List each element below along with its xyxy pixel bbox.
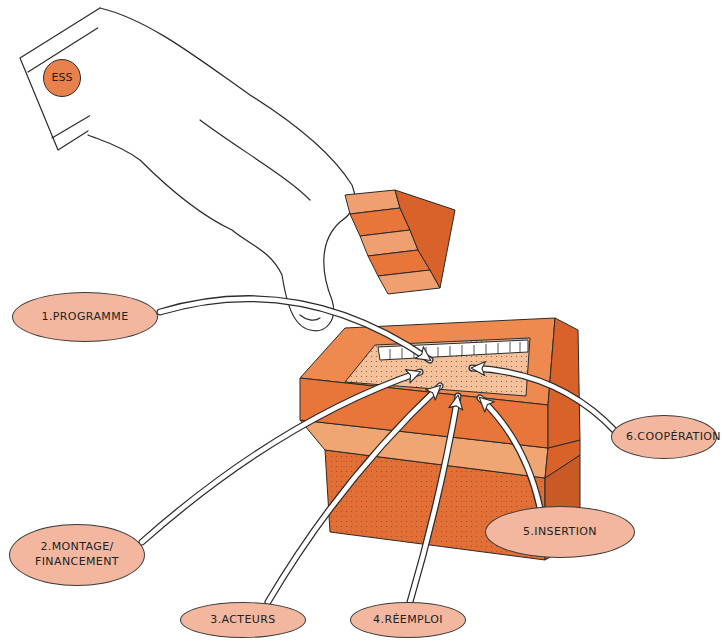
stairs-piece [345,190,455,294]
topic-label: 6.COOPÉRATION [626,430,702,445]
text-group: 3.ACTEURS [210,613,275,628]
topic-oval: 5.INSERTION [485,506,635,558]
topic-oval: 3.ACTEURS [180,602,306,638]
topic-label: 5.INSERTION [523,525,597,540]
topic-oval: 1.PROGRAMME [12,292,158,342]
topic-label: 4.RÉEMPLOI [373,613,443,628]
topic-oval: 6.COOPÉRATION [611,415,717,459]
topic-label: 2.MONTAGE/ FINANCEMENT [26,540,128,570]
text-group: 6.COOPÉRATION [626,430,702,445]
badge-circle: ESS [43,59,81,97]
glove-hand [20,8,355,331]
topic-oval: 2.MONTAGE/ FINANCEMENT [9,524,145,586]
topic-label: 1.PROGRAMME [41,310,128,325]
badge-text: ESS [52,71,73,86]
topic-oval: 4.RÉEMPLOI [350,602,466,638]
text-group: 1.PROGRAMME [41,310,128,325]
text-group: ESS [52,71,73,86]
text-group: 5.INSERTION [523,525,597,540]
text-group: 4.RÉEMPLOI [373,613,443,628]
topic-label: 3.ACTEURS [210,613,275,628]
text-group: 2.MONTAGE/ FINANCEMENT [26,540,128,570]
